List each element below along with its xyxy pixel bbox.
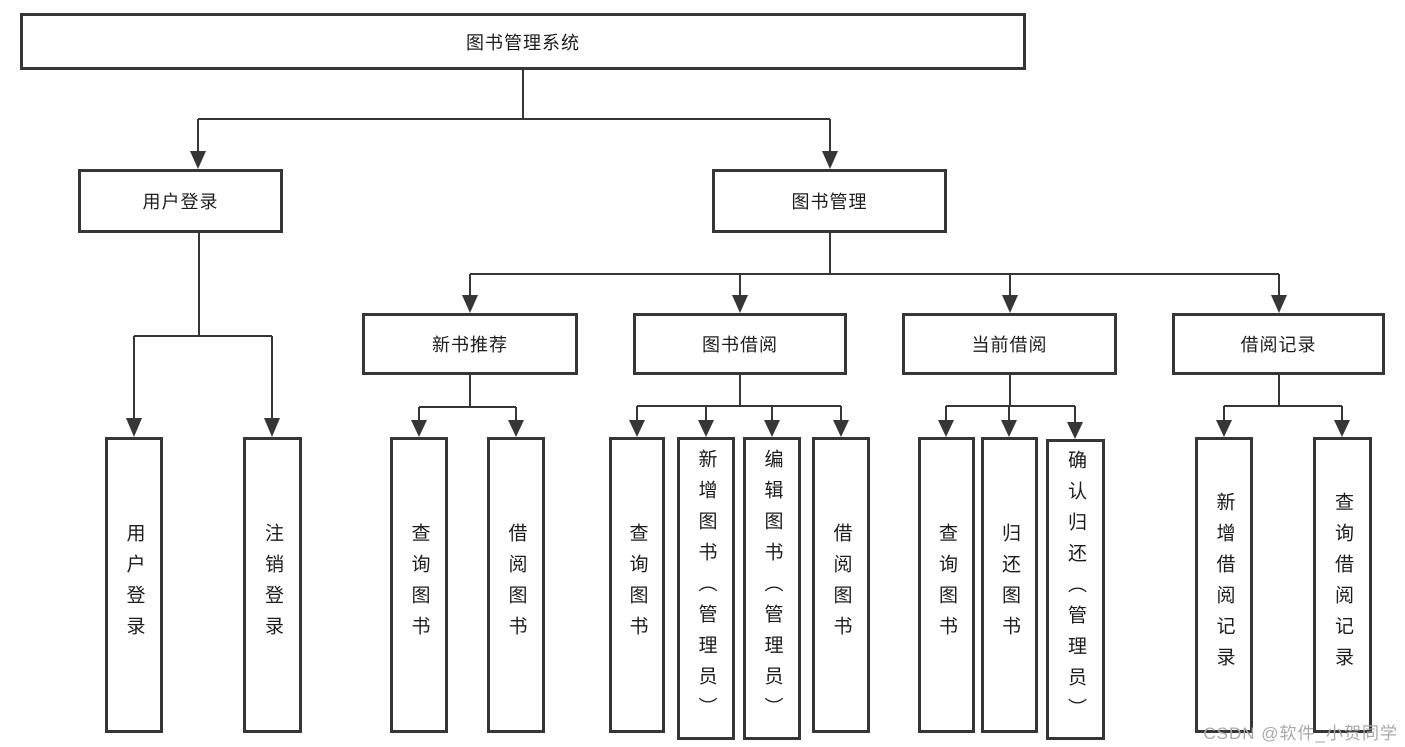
node-library-system: 图书管理系统 — [20, 13, 1026, 70]
node-label: 借阅图书 — [830, 523, 852, 647]
node-label: 新增借阅记录 — [1213, 492, 1235, 678]
leaf-user-login: 用户登录 — [105, 437, 163, 733]
node-new-book-recommend: 新书推荐 — [362, 313, 578, 375]
node-label: 借阅图书 — [505, 523, 527, 647]
leaf-query-books-1: 查询图书 — [390, 437, 448, 733]
leaf-logout: 注销登录 — [243, 437, 302, 733]
node-label: 注销登录 — [262, 523, 283, 647]
leaf-add-book-admin: 新增图书（管理员） — [677, 437, 735, 740]
node-label: 图书管理系统 — [466, 32, 580, 53]
node-label: 编辑图书（管理员） — [761, 449, 783, 728]
node-book-management: 图书管理 — [712, 169, 947, 233]
node-label: 新增图书（管理员） — [695, 449, 717, 728]
csdn-watermark: CSDN @软件_小贺同学 — [1203, 724, 1398, 743]
node-label: 借阅记录 — [1240, 335, 1317, 355]
node-label: 新书推荐 — [432, 335, 508, 355]
node-current-borrowing: 当前借阅 — [902, 313, 1117, 375]
node-label: 查询借阅记录 — [1332, 492, 1353, 678]
node-book-borrowing: 图书借阅 — [633, 313, 847, 375]
leaf-add-borrow-record: 新增借阅记录 — [1195, 437, 1253, 733]
node-label: 用户登录 — [142, 192, 219, 212]
node-label: 归还图书 — [999, 523, 1020, 647]
leaf-borrow-books-2: 借阅图书 — [812, 437, 870, 733]
node-label: 查询图书 — [408, 523, 430, 647]
node-label: 当前借阅 — [971, 335, 1048, 355]
node-label: 图书借阅 — [702, 335, 778, 355]
leaf-return-book: 归还图书 — [981, 437, 1038, 733]
node-borrow-records: 借阅记录 — [1172, 313, 1385, 375]
node-label: 查询图书 — [626, 523, 648, 647]
leaf-confirm-return-admin: 确认归还（管理员） — [1046, 439, 1105, 740]
leaf-query-books-3: 查询图书 — [918, 437, 975, 733]
node-label: 图书管理 — [791, 192, 868, 212]
leaf-query-books-2: 查询图书 — [609, 437, 665, 733]
leaf-edit-book-admin: 编辑图书（管理员） — [743, 437, 801, 740]
node-label: 查询图书 — [936, 523, 957, 647]
leaf-borrow-books-1: 借阅图书 — [487, 437, 545, 733]
node-label: 用户登录 — [123, 523, 145, 647]
node-user-login: 用户登录 — [78, 169, 283, 233]
leaf-query-borrow-record: 查询借阅记录 — [1313, 437, 1372, 733]
node-label: 确认归还（管理员） — [1065, 450, 1086, 729]
